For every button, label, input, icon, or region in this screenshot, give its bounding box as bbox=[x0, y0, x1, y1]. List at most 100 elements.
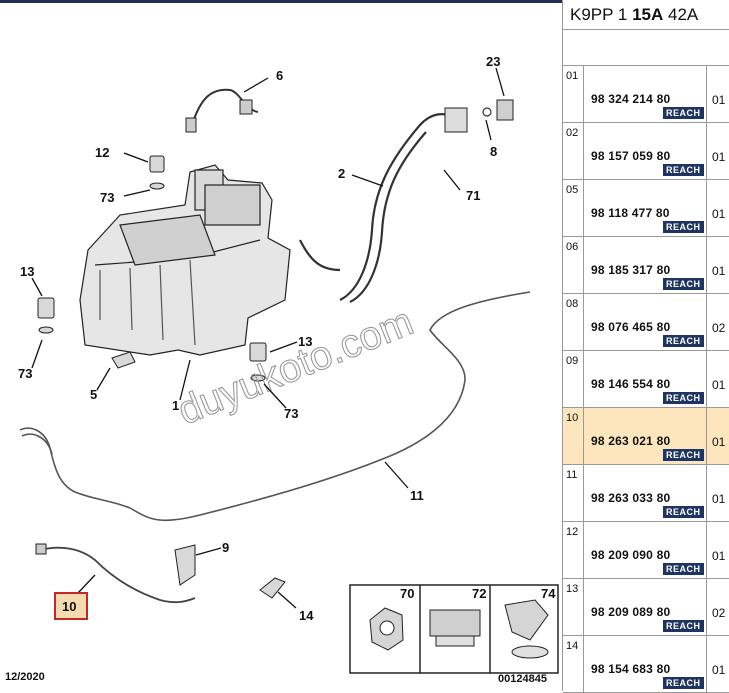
vehicle-code-suffix: 42A bbox=[663, 5, 699, 24]
leader-lines bbox=[31, 67, 505, 609]
part-position: 12 bbox=[563, 522, 584, 578]
part-position: 11 bbox=[563, 465, 584, 521]
reach-badge: REACH bbox=[663, 620, 704, 632]
reach-badge: REACH bbox=[663, 506, 704, 518]
callout-71: 71 bbox=[466, 188, 480, 203]
small-parts bbox=[37, 155, 286, 599]
reach-badge: REACH bbox=[663, 107, 704, 119]
reach-badge: REACH bbox=[663, 392, 704, 404]
reach-badge: REACH bbox=[663, 335, 704, 347]
reach-badge: REACH bbox=[663, 221, 704, 233]
part-position: 10 bbox=[563, 408, 584, 464]
inset-label-74: 74 bbox=[541, 586, 556, 601]
callout-23: 23 bbox=[486, 54, 500, 69]
selected-callout-box bbox=[54, 592, 88, 620]
part-quantity: 01 bbox=[712, 549, 726, 563]
part-quantity: 01 bbox=[712, 435, 726, 449]
callout-8: 8 bbox=[490, 144, 497, 159]
inset-label-72: 72 bbox=[472, 586, 486, 601]
quantity-cell: 01 bbox=[706, 66, 729, 122]
footer-date: 12/2020 bbox=[5, 671, 45, 683]
callout-11: 11 bbox=[410, 488, 424, 503]
part-reference[interactable]: 98 263 021 80 bbox=[591, 434, 671, 448]
reach-badge: REACH bbox=[663, 278, 704, 290]
vent-line bbox=[19, 291, 531, 522]
parts-diagram: duyukoto.com 6 23 12 73 2 8 71 13 73 5 1… bbox=[18, 54, 559, 674]
callout-2: 2 bbox=[338, 166, 345, 181]
callout-10[interactable]: 10 bbox=[62, 599, 76, 614]
footer-code: 00124845 bbox=[498, 673, 547, 685]
harness-10 bbox=[35, 543, 196, 604]
vehicle-code-header: K9PP 1 15A 42A bbox=[563, 0, 729, 30]
quantity-cell: 02 bbox=[706, 294, 729, 350]
header-spacer bbox=[563, 30, 729, 66]
part-position: 06 bbox=[563, 237, 584, 293]
filler-pipe bbox=[299, 99, 514, 303]
part-position: 08 bbox=[563, 294, 584, 350]
quantity-cell: 01 bbox=[706, 465, 729, 521]
part-reference[interactable]: 98 324 214 80 bbox=[591, 92, 671, 106]
part-reference[interactable]: 98 185 317 80 bbox=[591, 263, 671, 277]
callout-73: 73 bbox=[100, 190, 114, 205]
part-reference[interactable]: 98 209 090 80 bbox=[591, 548, 671, 562]
quantity-cell: 02 bbox=[706, 579, 729, 635]
part-reference[interactable]: 98 076 465 80 bbox=[591, 320, 671, 334]
quantity-cell: 01 bbox=[706, 237, 729, 293]
part-quantity: 01 bbox=[712, 264, 726, 278]
part-position: 14 bbox=[563, 636, 584, 692]
part-quantity: 02 bbox=[712, 321, 726, 335]
top-bar bbox=[0, 0, 562, 3]
callout-12: 12 bbox=[95, 145, 109, 160]
part-reference[interactable]: 98 146 554 80 bbox=[591, 377, 671, 391]
vehicle-code-bold: 15A bbox=[632, 5, 664, 24]
callout-1: 1 bbox=[172, 398, 179, 413]
callout-13b: 13 bbox=[298, 334, 312, 349]
part-quantity: 01 bbox=[712, 492, 726, 506]
reach-badge: REACH bbox=[663, 449, 704, 461]
part-position: 13 bbox=[563, 579, 584, 635]
reach-badge: REACH bbox=[663, 164, 704, 176]
callout-14: 14 bbox=[299, 608, 314, 623]
quantity-cell: 01 bbox=[706, 522, 729, 578]
callout-labels: 6 23 12 73 2 8 71 13 73 5 1 13 73 11 9 1… bbox=[18, 54, 500, 623]
part-reference[interactable]: 98 209 089 80 bbox=[591, 605, 671, 619]
quantity-cell: 01 bbox=[706, 180, 729, 236]
part-quantity: 02 bbox=[712, 606, 726, 620]
callout-5: 5 bbox=[90, 387, 97, 402]
part-quantity: 01 bbox=[712, 663, 726, 677]
callout-13: 13 bbox=[20, 264, 34, 279]
part-position: 01 bbox=[563, 66, 584, 122]
reach-badge: REACH bbox=[663, 677, 704, 689]
fastener-inset: 70 72 74 bbox=[349, 584, 559, 674]
vehicle-code-prefix: K9PP 1 bbox=[570, 5, 633, 24]
part-position: 02 bbox=[563, 123, 584, 179]
inset-label-70: 70 bbox=[400, 586, 414, 601]
reach-badge: REACH bbox=[663, 563, 704, 575]
part-position: 09 bbox=[563, 351, 584, 407]
part-quantity: 01 bbox=[712, 150, 726, 164]
quantity-cell: 01 bbox=[706, 636, 729, 692]
quantity-cell: 01 bbox=[706, 123, 729, 179]
part-reference[interactable]: 98 118 477 80 bbox=[591, 206, 670, 220]
part-reference[interactable]: 98 263 033 80 bbox=[591, 491, 671, 505]
part-quantity: 01 bbox=[712, 207, 726, 221]
quantity-cell: 01 bbox=[706, 408, 729, 464]
harness-6 bbox=[185, 88, 259, 133]
part-reference[interactable]: 98 154 683 80 bbox=[591, 662, 671, 676]
callout-73c: 73 bbox=[284, 406, 298, 421]
part-quantity: 01 bbox=[712, 93, 726, 107]
part-reference[interactable]: 98 157 059 80 bbox=[591, 149, 671, 163]
